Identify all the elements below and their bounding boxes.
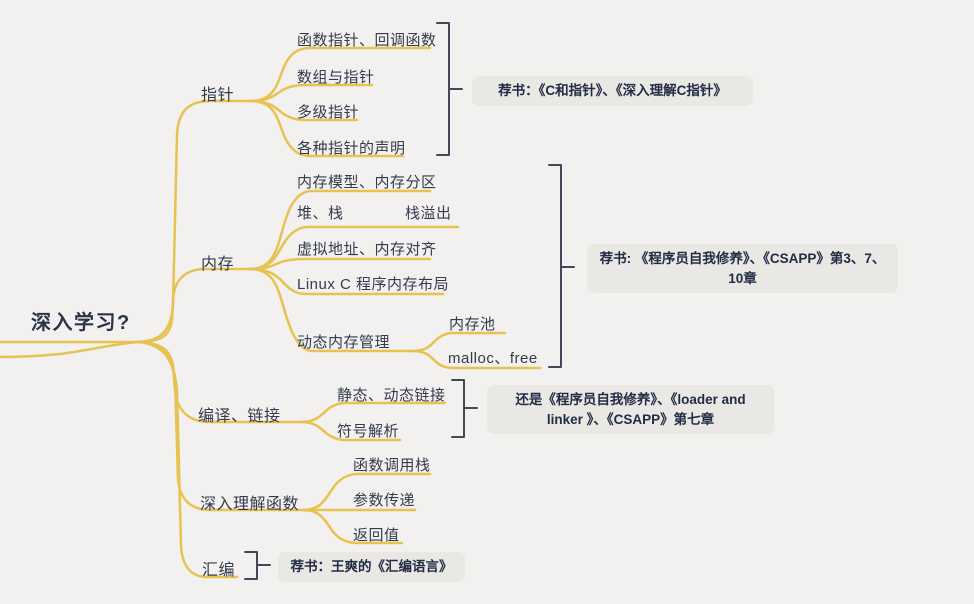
note-pointer-books[interactable]: 荐书：《C和指针》、《深入理解C指针》 <box>472 76 753 106</box>
line-function-pointer <box>248 46 432 103</box>
line-pointer-declarations <box>248 99 405 158</box>
note-link-books[interactable]: 还是《程序员自我修养》、《loader and linker 》、《CSAPP》… <box>487 385 774 435</box>
line-array-pointer <box>248 83 374 103</box>
topic-memory[interactable]: 内存 <box>201 256 235 273</box>
node-virtual-address-alignment[interactable]: 虚拟地址、内存对齐 <box>297 241 437 258</box>
summary-bracket-assembly[interactable] <box>244 551 271 580</box>
node-memory-model-partition[interactable]: 内存模型、内存分区 <box>297 174 437 191</box>
node-stack-overflow[interactable]: 栈溢出 <box>405 205 452 222</box>
node-multilevel-pointer[interactable]: 多级指针 <box>297 104 360 121</box>
node-heap-stack[interactable]: 堆、栈 <box>297 205 344 222</box>
node-function-pointer-callback[interactable]: 函数指针、回调函数 <box>297 32 437 49</box>
topic-pointer[interactable]: 指针 <box>201 87 235 104</box>
branch-line-functions <box>136 340 305 512</box>
line-memory-pool <box>410 331 507 353</box>
node-parameter-passing[interactable]: 参数传递 <box>353 492 416 509</box>
line-static-dynamic-link <box>298 401 447 424</box>
summary-bracket-compile-link[interactable] <box>451 379 478 438</box>
note-assembly-books[interactable]: 荐书：王爽的《汇编语言》 <box>278 552 465 582</box>
line-linux-memory-layout <box>248 267 445 296</box>
note-memory-books[interactable]: 荐书: 《程序员自我修养》、《CSAPP》第3、7、10章 <box>587 244 898 294</box>
node-return-value[interactable]: 返回值 <box>353 527 400 544</box>
node-function-call-stack[interactable]: 函数调用栈 <box>353 457 431 474</box>
summary-bracket-memory[interactable] <box>548 164 575 368</box>
line-malloc-free <box>410 349 542 370</box>
line-heap-stack <box>248 225 460 271</box>
line-symbol-resolution <box>298 420 402 442</box>
line-call-stack <box>301 472 432 512</box>
topic-understand-functions[interactable]: 深入理解函数 <box>200 496 300 513</box>
line-virtual-address <box>248 257 432 271</box>
branch-line-pointer <box>136 99 252 344</box>
branch-line-memory <box>136 267 252 344</box>
node-linux-c-memory-layout[interactable]: Linux C 程序内存布局 <box>297 276 450 293</box>
node-symbol-resolution[interactable]: 符号解析 <box>337 423 400 440</box>
line-return-value <box>301 508 404 545</box>
topic-assembly[interactable]: 汇编 <box>202 562 236 579</box>
line-dynamic-memory <box>248 267 414 353</box>
topic-compile-link[interactable]: 编译、链接 <box>198 408 281 425</box>
node-pointer-declarations[interactable]: 各种指针的声明 <box>297 140 406 157</box>
node-static-dynamic-linking[interactable]: 静态、动态链接 <box>337 387 446 404</box>
summary-bracket-pointer[interactable] <box>436 22 463 156</box>
offscreen-branch-line <box>0 340 140 359</box>
node-array-and-pointer[interactable]: 数组与指针 <box>297 69 375 86</box>
root-node[interactable]: 深入学习? <box>31 312 131 334</box>
branch-line-assembly <box>136 340 239 579</box>
node-malloc-free[interactable]: malloc、free <box>448 350 538 367</box>
node-memory-pool[interactable]: 内存池 <box>449 316 496 333</box>
node-dynamic-memory-management[interactable]: 动态内存管理 <box>297 334 391 351</box>
